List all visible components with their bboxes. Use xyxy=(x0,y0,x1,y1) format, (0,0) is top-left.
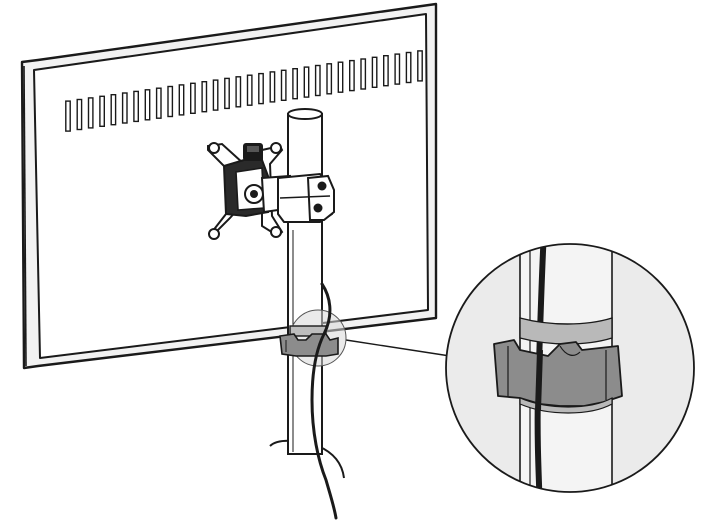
vent-slot xyxy=(303,66,310,98)
callout-clip-body xyxy=(493,339,623,407)
callout-leader-line xyxy=(345,339,451,357)
vent-slot xyxy=(349,59,355,92)
tension-knob-cap xyxy=(247,146,259,152)
vent-slot xyxy=(337,61,344,93)
vent-slot xyxy=(326,63,333,95)
vent-slot xyxy=(235,76,242,108)
tilt-pivot-inner xyxy=(250,190,258,198)
vent-slot xyxy=(224,77,230,110)
vent-slot xyxy=(360,58,367,90)
collar-screw-bottom xyxy=(313,203,323,213)
vent-slot xyxy=(87,97,94,129)
monitor-vent-slots xyxy=(65,50,423,132)
vent-slot xyxy=(269,71,276,103)
vent-slot xyxy=(280,69,287,102)
collar-screw-top xyxy=(317,181,327,191)
vent-slot xyxy=(189,82,196,115)
callout-circle-border xyxy=(445,243,695,493)
vent-slot xyxy=(121,92,128,124)
vent-slot xyxy=(65,100,71,132)
vent-slot xyxy=(394,53,401,85)
pole xyxy=(287,108,323,455)
callout-clip-band xyxy=(519,317,613,345)
vent-slot xyxy=(314,64,321,97)
callout-clip-notch xyxy=(559,345,581,356)
vent-slot xyxy=(383,55,389,87)
vent-slot xyxy=(167,85,174,118)
vent-slot xyxy=(417,50,423,82)
vent-slot xyxy=(292,67,298,100)
vent-slot xyxy=(99,95,106,128)
vent-slot xyxy=(201,80,208,113)
collar-seam xyxy=(279,195,331,199)
detail-callout xyxy=(445,243,695,493)
vent-slot xyxy=(405,51,412,84)
vent-slot xyxy=(246,74,253,106)
monitor-side-edge xyxy=(23,65,27,367)
vent-slot xyxy=(212,79,219,111)
vent-slot xyxy=(144,89,151,121)
vesa-screw-top-right xyxy=(270,142,282,154)
vesa-mount xyxy=(207,142,335,240)
vent-slot xyxy=(110,93,117,126)
clip-body xyxy=(279,333,339,357)
vesa-screw-top-left xyxy=(208,142,220,154)
cable xyxy=(310,282,338,520)
vent-slot xyxy=(258,72,264,105)
vent-slot xyxy=(178,84,185,116)
callout-cable-over-clip xyxy=(535,349,543,411)
vesa-screw-bottom-left xyxy=(208,228,220,240)
cable-clip xyxy=(279,309,347,367)
vent-slot xyxy=(371,56,378,88)
vent-slot xyxy=(76,98,83,131)
callout-clip-lower-lip xyxy=(519,396,613,414)
pole-top xyxy=(287,108,323,120)
vesa-screw-bottom-right xyxy=(270,226,282,238)
vent-slot xyxy=(155,87,162,119)
vent-slot xyxy=(133,90,139,123)
